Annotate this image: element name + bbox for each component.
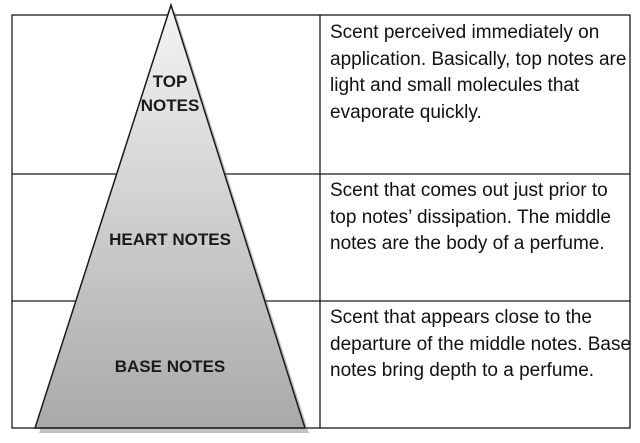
description-top-notes: Scent perceived immediately on applicati… [330, 22, 627, 123]
description-base-notes: Scent that appears close to the departur… [330, 307, 632, 381]
table-grid [11, 14, 631, 429]
pyramid [33, 2, 307, 429]
table-outer-border [11, 14, 631, 429]
label-top-notes: TOP NOTES [140, 72, 200, 115]
label-base-notes: BASE NOTES [114, 357, 226, 376]
description-heart-notes: Scent that comes out just prior to top n… [330, 180, 611, 254]
label-heart-notes: HEART NOTES [109, 230, 231, 249]
